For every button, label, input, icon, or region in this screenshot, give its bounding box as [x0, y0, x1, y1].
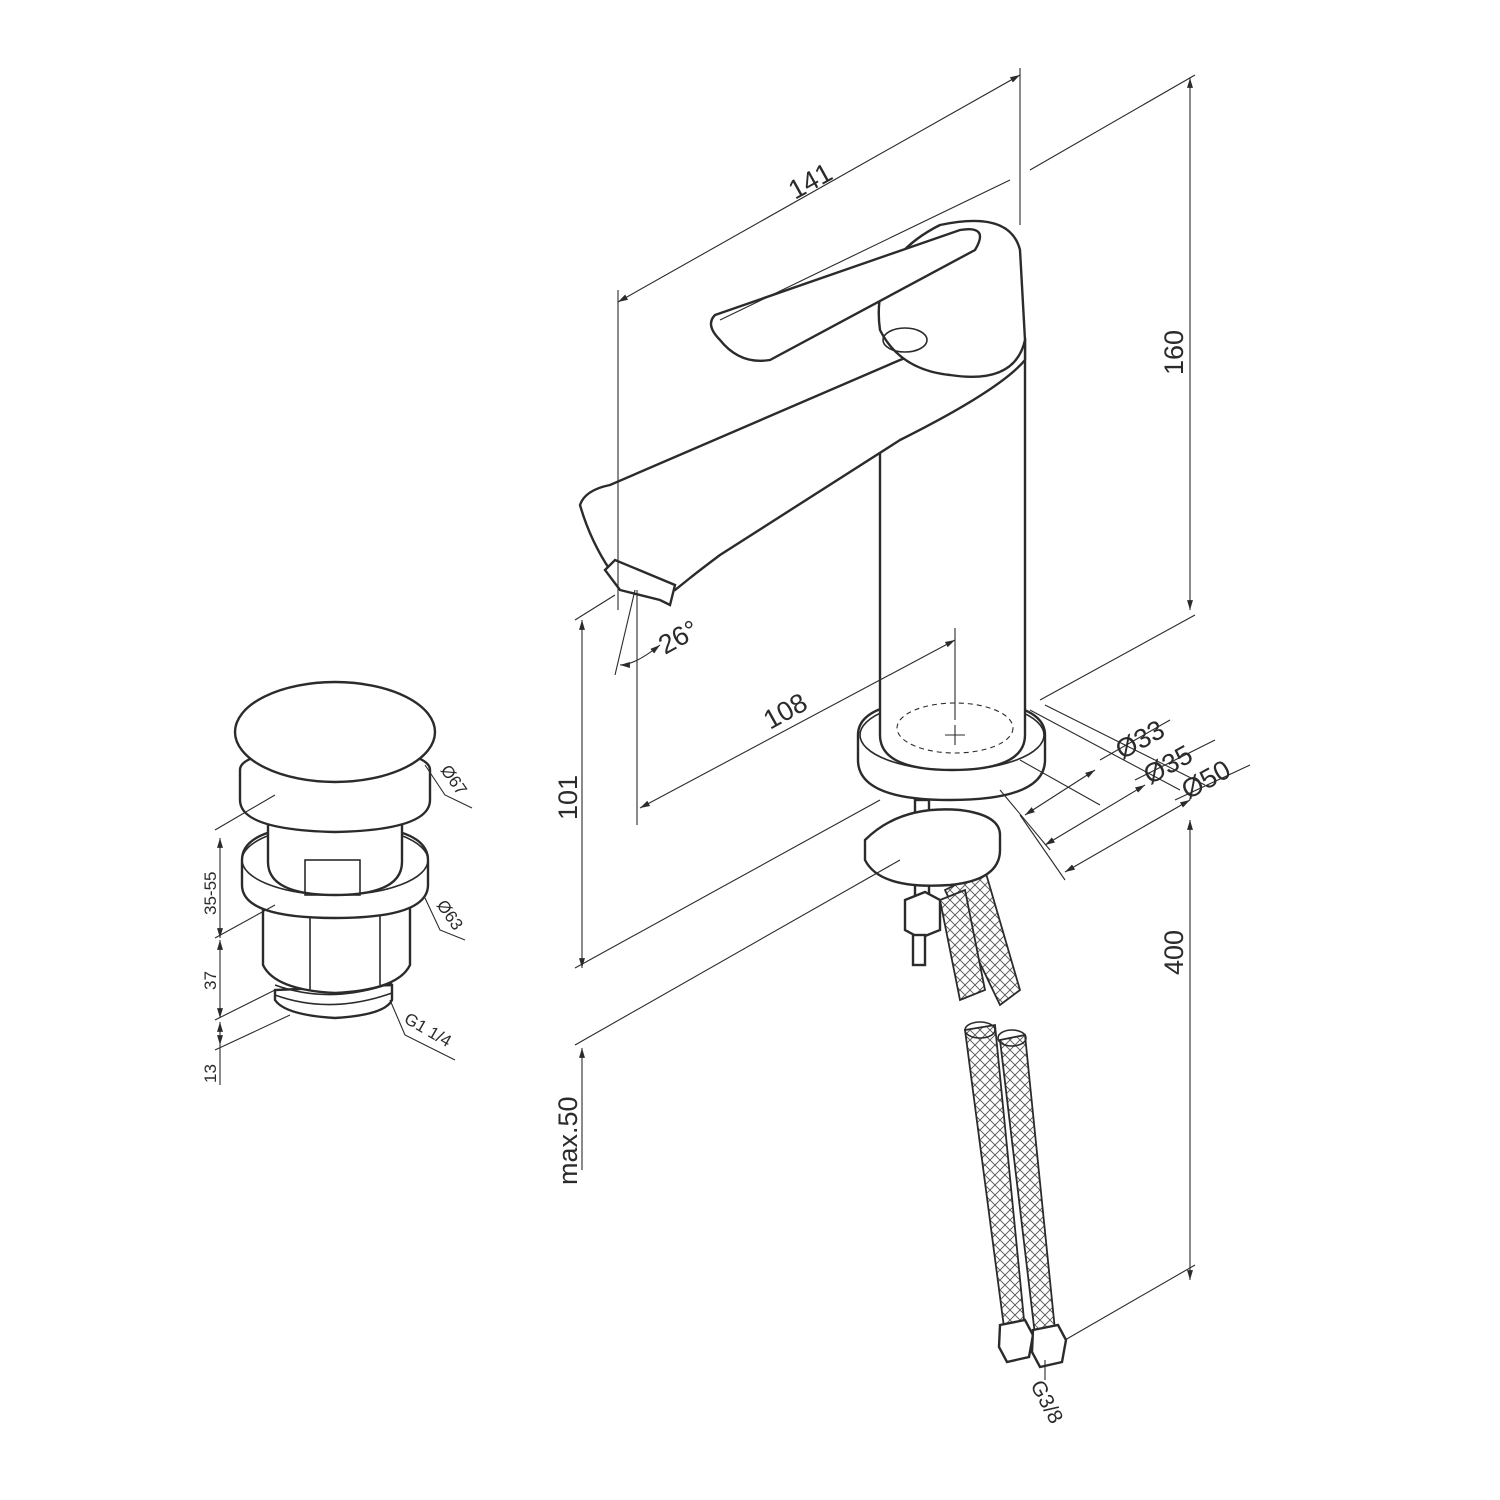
aerator [603, 558, 677, 607]
label-spout-height: 101 [553, 775, 583, 820]
label-height: 160 [1159, 330, 1189, 375]
label-drain-body-height: 37 [201, 971, 220, 990]
label-drain-adjust-height: 35-55 [201, 872, 220, 915]
mounting-washer [863, 808, 1002, 887]
supply-hoses [903, 798, 1068, 1369]
label-spout-angle: 26° [653, 614, 703, 660]
drain-dimension-lines [214, 764, 473, 1085]
label-hose-length: 400 [1159, 930, 1189, 975]
pop-up-drain [233, 680, 437, 1020]
label-drain-thread: G1 1/4 [401, 1009, 455, 1051]
drain-body [261, 903, 412, 995]
drain-cap[interactable] [233, 680, 437, 784]
label-drain-thread-height: 13 [201, 1064, 220, 1083]
label-max-thickness: max.50 [553, 1096, 583, 1185]
label-drain-cap-diameter: Ø67 [437, 761, 471, 798]
label-hose-thread: G3/8 [1026, 1377, 1068, 1428]
hose-nut-icon [997, 1318, 1035, 1364]
label-reach: 108 [758, 687, 812, 735]
label-drain-flange-diameter: Ø63 [433, 896, 467, 933]
faucet [578, 219, 1068, 1369]
label-length: 141 [783, 157, 837, 205]
faucet-dimension-lines [574, 68, 1251, 1380]
